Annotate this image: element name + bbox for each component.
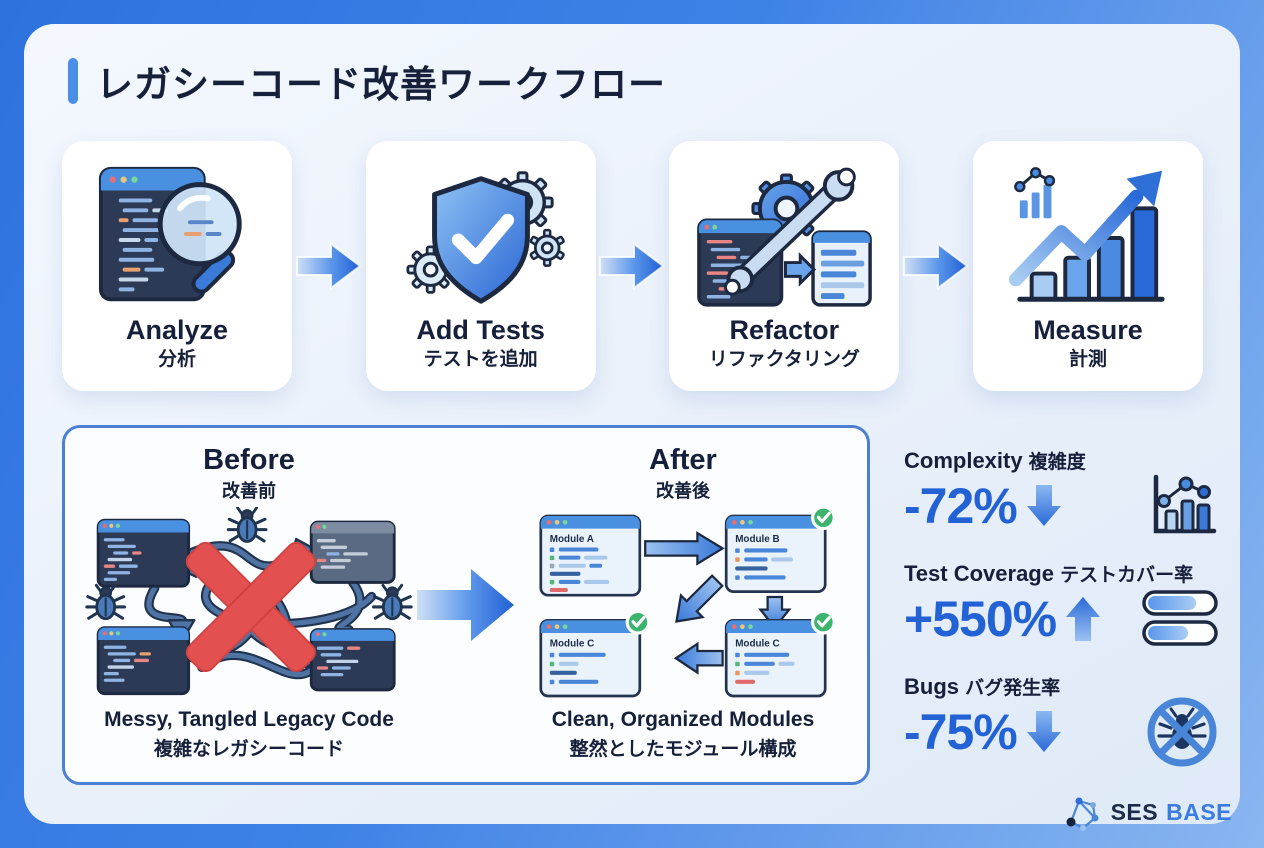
step-label-en: Analyze — [125, 314, 229, 345]
step-card-add-tests: Add Tests テストを追加 — [365, 141, 596, 391]
right-arrow-icon — [599, 237, 666, 295]
logo-text-primary: SES — [1110, 798, 1159, 825]
content-panel: レガシーコード改善ワークフロー — [24, 24, 1240, 831]
after-caption-en: Clean, Organized Modules — [551, 708, 815, 731]
no-bug-icon — [1144, 694, 1220, 770]
step-label-ja: テストを追加 — [423, 348, 538, 370]
stat-value: -75% — [904, 704, 1018, 760]
step-card-refactor: Refactor リファクタリング — [669, 141, 900, 391]
tangled-windows-red-x-graphic — [84, 507, 414, 705]
before-caption-en: Messy, Tangled Legacy Code — [104, 708, 394, 731]
after-title: After — [649, 444, 717, 476]
right-arrow-icon — [295, 237, 362, 295]
after-caption-ja: 整然としたモジュール構成 — [569, 739, 797, 760]
before-after-panel: Before 改善前 — [62, 425, 870, 785]
progress-bars-icon — [1142, 590, 1220, 648]
step-label-ja: 計測 — [1068, 348, 1107, 370]
svg-text:Module C: Module C — [735, 639, 779, 650]
after-section: After 改善後 — [517, 440, 849, 770]
after-subtitle: 改善後 — [656, 481, 710, 501]
stat-value: +550% — [904, 591, 1057, 647]
stat-test-coverage: Test Coverage テストカバー率 +550% — [904, 560, 1234, 649]
right-arrow-icon — [903, 237, 969, 295]
header: レガシーコード改善ワークフロー — [68, 54, 666, 108]
before-subtitle: 改善前 — [222, 481, 276, 501]
network-nodes-icon — [1063, 792, 1103, 832]
step-label-ja: リファクタリング — [708, 348, 860, 370]
stat-complexity: Complexity 複雑度 -72% — [904, 447, 1234, 536]
step-card-measure: Measure 計測 — [972, 141, 1203, 391]
title-accent-bar — [68, 58, 78, 104]
step-label-en: Add Tests — [416, 314, 545, 345]
stat-label: Complexity 複雑度 — [904, 448, 1086, 473]
before-title: Before — [203, 444, 295, 476]
brand-logo: SES BASE — [904, 792, 1234, 832]
gear-wrench-code-icon — [693, 161, 875, 313]
logo-text-secondary: BASE — [1166, 798, 1232, 825]
shield-check-gears-icon — [397, 161, 565, 313]
svg-text:Module C: Module C — [550, 639, 594, 650]
down-arrow-icon — [1026, 711, 1061, 753]
before-caption-ja: 複雑なレガシーコード — [153, 739, 344, 760]
svg-text:Module B: Module B — [735, 534, 779, 545]
step-label-en: Measure — [1033, 314, 1143, 345]
step-label-ja: 分析 — [157, 348, 196, 370]
up-arrow-icon — [1066, 596, 1101, 642]
bar-line-chart-icon — [1144, 473, 1220, 539]
stat-label: Test Coverage テストカバー率 — [904, 561, 1194, 586]
code-window-magnifier-icon — [93, 161, 261, 313]
down-arrow-icon — [1026, 485, 1061, 527]
before-to-after-arrow-icon — [415, 440, 517, 770]
stat-bugs: Bugs バグ発生率 -75% — [904, 673, 1234, 767]
stat-label: Bugs バグ発生率 — [904, 674, 1061, 699]
page-title: レガシーコード改善ワークフロー — [96, 64, 666, 105]
svg-text:Module A: Module A — [550, 534, 594, 545]
before-section: Before 改善前 — [83, 440, 415, 770]
workflow-steps: Analyze 分析 — [62, 141, 1203, 391]
stats-column: Complexity 複雑度 -72% — [904, 425, 1234, 832]
rising-bar-chart-icon — [1004, 161, 1172, 313]
stat-value: -72% — [904, 478, 1018, 534]
step-label-en: Refactor — [729, 314, 840, 345]
step-card-analyze: Analyze 分析 — [62, 141, 292, 391]
organized-modules-graphic: Module A Mod — [518, 507, 848, 705]
